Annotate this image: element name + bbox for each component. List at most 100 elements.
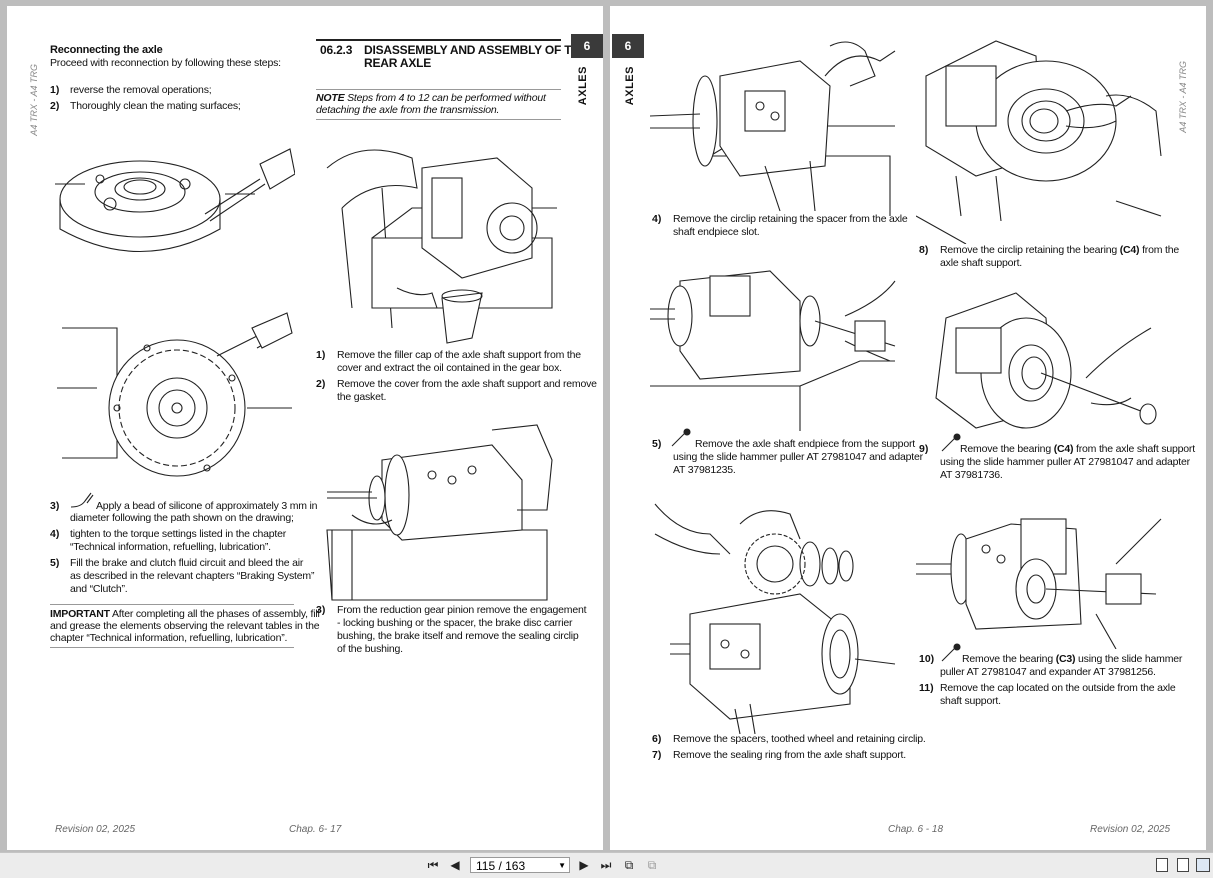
- component-code: (C4): [1053, 443, 1074, 455]
- bearing-c4-puller-illustration: [935, 292, 1157, 429]
- step-number: 5): [652, 438, 662, 450]
- previous-page-icon[interactable]: ◀: [450, 858, 460, 872]
- oil-drain-illustration: [326, 149, 557, 344]
- document-page-right: 6 AXLES A4 TRX - A4 TRG 4) Remove the ci…: [610, 6, 1206, 850]
- step-text: axle shaft support.: [940, 257, 1022, 269]
- important-text: chapter “Technical information, refuelli…: [50, 632, 288, 644]
- last-page-icon[interactable]: ⏭: [600, 858, 612, 872]
- divider: [50, 604, 294, 605]
- special-tool-icon: [671, 428, 691, 447]
- side-model-tag: A4 TRX - A4 TRG: [29, 64, 39, 136]
- special-tool-icon: [941, 433, 961, 452]
- note-line: Steps from 4 to 12 can be performed with…: [344, 92, 546, 104]
- step-text: puller AT 27981047 and expander AT 37981…: [940, 666, 1156, 678]
- footer-page-number: Chap. 6- 17: [289, 824, 342, 835]
- footer-revision: Revision 02, 2025: [55, 824, 136, 835]
- step-text-part: from the axle shaft support: [1073, 443, 1195, 455]
- step-text: diameter following the path shown on the…: [70, 512, 294, 524]
- step-text: bushing, the brake itself and remove the…: [337, 630, 579, 642]
- cover-silicone-path-illustration: [57, 312, 293, 477]
- intro-text: Proceed with reconnection by following t…: [50, 57, 281, 69]
- step-text: using the slide hammer puller AT 2798104…: [673, 451, 923, 463]
- step-text: Remove the spacers, toothed wheel and re…: [673, 733, 926, 745]
- important-text: After completing all the phases of assem…: [109, 608, 320, 620]
- first-page-icon[interactable]: ⏮: [427, 858, 439, 872]
- step-number: 10): [919, 653, 935, 665]
- footer-revision: Revision 02, 2025: [1090, 824, 1171, 835]
- divider: [316, 119, 561, 120]
- silicone-icon: [70, 492, 94, 508]
- step-text-part: from the: [1139, 244, 1179, 256]
- note-label: NOTE: [316, 92, 345, 104]
- step-text: Remove the axle shaft endpiece from the …: [695, 438, 915, 450]
- document-page-left: A4 TRX - A4 TRG Reconnecting the axle Pr…: [7, 6, 603, 850]
- copy-icon[interactable]: ⧉: [647, 858, 657, 872]
- page-indicator: 115 / 163: [476, 859, 526, 873]
- step-number: 4): [50, 528, 60, 540]
- section-title: REAR AXLE: [364, 56, 432, 70]
- page-number-input[interactable]: 115 / 163 ▼: [470, 857, 570, 873]
- bearing-c3-puller-illustration: [916, 518, 1162, 649]
- circlip-removal-illustration: [650, 41, 896, 216]
- step-number: 3): [316, 604, 326, 616]
- step-text: Apply a bead of silicone of approximatel…: [96, 500, 318, 512]
- section-heading: Reconnecting the axle: [50, 44, 163, 56]
- step-text: Remove the cover from the axle shaft sup…: [337, 378, 597, 390]
- step-text: Fill the brake and clutch fluid circuit …: [70, 557, 304, 569]
- important-note: IMPORTANT After completing all the phase…: [50, 608, 320, 621]
- step-text-part: using the slide hammer: [1075, 653, 1183, 665]
- step-number: 7): [652, 749, 662, 761]
- chevron-down-icon[interactable]: ▼: [558, 861, 566, 870]
- step-number: 1): [316, 349, 326, 361]
- special-tool-icon: [941, 643, 961, 662]
- two-page-view-icon[interactable]: [1196, 858, 1210, 872]
- chapter-label: AXLES: [577, 66, 589, 106]
- chapter-label: AXLES: [624, 66, 636, 106]
- step-text-part: Remove the bearing: [962, 653, 1056, 665]
- continuous-view-icon[interactable]: [1177, 858, 1189, 872]
- side-model-tag: A4 TRX - A4 TRG: [1178, 61, 1188, 133]
- bushing-removal-illustration: [326, 424, 553, 601]
- important-text: and grease the elements observing the re…: [50, 620, 320, 632]
- step-text: the gasket.: [337, 391, 387, 403]
- step-text: Remove the circlip retaining the bearing…: [940, 244, 1179, 257]
- step-text: Thoroughly clean the mating surfaces;: [70, 100, 241, 112]
- step-text: as described in the relevant chapters “B…: [70, 570, 315, 582]
- single-page-view-icon[interactable]: [1156, 858, 1168, 872]
- step-number: 2): [316, 378, 326, 390]
- note-line: detaching the axle from the transmission…: [316, 104, 500, 116]
- step-number: 2): [50, 100, 60, 112]
- component-code: (C3): [1055, 653, 1076, 665]
- step-number: 11): [919, 682, 934, 694]
- flange-silicone-illustration: [55, 148, 295, 253]
- gear-spacers-illustration: [654, 503, 896, 734]
- step-text: From the reduction gear pinion remove th…: [337, 604, 587, 616]
- divider: [50, 647, 294, 648]
- section-number: 06.2.3: [320, 43, 353, 57]
- step-text: Remove the circlip retaining the spacer …: [673, 213, 908, 225]
- step-text: shaft endpiece slot.: [673, 226, 760, 238]
- step-number: 6): [652, 733, 662, 745]
- note-text: NOTE Steps from 4 to 12 can be performed…: [316, 92, 546, 105]
- section-title: DISASSEMBLY AND ASSEMBLY OF THE: [364, 43, 588, 57]
- rotate-icon[interactable]: ⧉: [624, 858, 634, 872]
- step-text: AT 37981235.: [673, 464, 736, 476]
- step-number: 5): [50, 557, 60, 569]
- step-text: Remove the bearing (C4) from the axle sh…: [960, 443, 1195, 456]
- step-text: Remove the sealing ring from the axle sh…: [673, 749, 906, 761]
- viewer-toolbar: ⏮ ◀ 115 / 163 ▼ ▶ ⏭ ⧉ ⧉: [0, 852, 1213, 878]
- document-viewport[interactable]: A4 TRX - A4 TRG Reconnecting the axle Pr…: [0, 0, 1213, 852]
- section-rule: [316, 39, 561, 41]
- step-number: 3): [50, 500, 60, 512]
- step-text: of the bushing.: [337, 643, 403, 655]
- step-text: using the slide hammer puller AT 2798104…: [940, 456, 1190, 468]
- component-code: (C4): [1119, 244, 1140, 256]
- next-page-icon[interactable]: ▶: [579, 858, 589, 872]
- step-text-part: Remove the bearing: [960, 443, 1054, 455]
- chapter-tab: 6: [612, 34, 644, 58]
- step-number: 8): [919, 244, 929, 256]
- chapter-tab: 6: [571, 34, 603, 58]
- step-text: “Technical information, refuelling, lubr…: [70, 541, 271, 553]
- step-number: 4): [652, 213, 662, 225]
- step-text-part: Remove the circlip retaining the bearing: [940, 244, 1120, 256]
